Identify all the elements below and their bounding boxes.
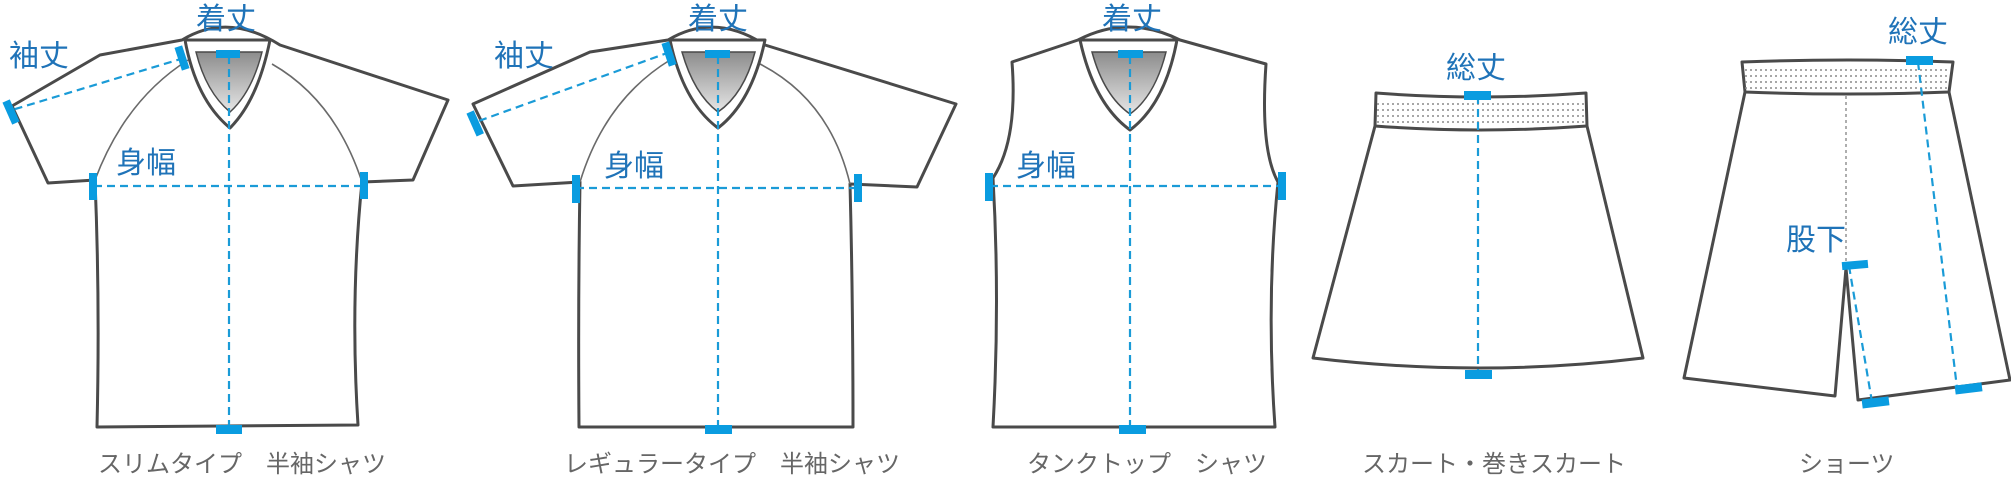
tank-top-caption: タンクトップ シャツ bbox=[1027, 450, 1267, 478]
slim-tee-figure: 着丈 袖丈 身幅 スリムタイプ 半袖シャツ bbox=[2, 2, 450, 478]
regular-tee-caption: レギュラータイプ 半袖シャツ bbox=[564, 450, 900, 478]
slim-tee-caption: スリムタイプ 半袖シャツ bbox=[98, 450, 386, 478]
slim-tee-mihaba-label: 身幅 bbox=[116, 146, 176, 181]
tank-top-kitake-label: 着丈 bbox=[1102, 2, 1162, 37]
skirt-soutake-label: 総丈 bbox=[1446, 51, 1506, 86]
slim-tee-width-left-pin bbox=[89, 173, 97, 200]
shorts-waistband-gathers bbox=[1745, 69, 1950, 89]
regular-tee-width-left-pin bbox=[572, 175, 580, 203]
slim-tee-raglan-right bbox=[271, 63, 363, 183]
slim-tee-raglan-left bbox=[94, 59, 189, 181]
shorts-inseam-top-pin bbox=[1841, 259, 1869, 271]
tank-top-mihaba-label: 身幅 bbox=[1016, 149, 1076, 184]
regular-tee-raglan-right bbox=[759, 63, 851, 185]
slim-tee-sleeve-line bbox=[11, 56, 185, 112]
shorts-waistband bbox=[1740, 58, 1955, 96]
shorts-caption: ショーツ bbox=[1799, 450, 1895, 478]
shorts-inseam-line bbox=[1847, 265, 1874, 403]
tank-top-body bbox=[991, 25, 1280, 429]
skirt-length-bottom-pin bbox=[1465, 370, 1492, 379]
regular-tee-mihaba-label: 身幅 bbox=[604, 149, 664, 184]
slim-tee-sleeve-shoulder-pin bbox=[174, 45, 190, 71]
slim-tee-length-bottom-pin bbox=[216, 425, 242, 434]
regular-tee-width-right-pin bbox=[854, 174, 862, 202]
shorts-body bbox=[1682, 90, 2011, 402]
tank-top-figure: 着丈 身幅 タンクトップ シャツ bbox=[985, 2, 1286, 478]
tank-top-length-bottom-pin bbox=[1119, 425, 1146, 434]
regular-tee-sleeve-cuff-pin bbox=[466, 110, 484, 137]
shorts-inseam-bottom-pin bbox=[1861, 396, 1890, 409]
skirt-length-top-pin bbox=[1464, 91, 1491, 100]
shorts-figure: 総丈 股下 ショーツ bbox=[1682, 15, 2011, 478]
regular-tee-length-top-pin bbox=[705, 50, 730, 58]
regular-tee-sodetake-label: 袖丈 bbox=[494, 39, 554, 74]
slim-tee-width-right-pin bbox=[360, 172, 368, 199]
shorts-length-line bbox=[1916, 61, 1959, 389]
regular-tee-sleeve-line bbox=[475, 50, 671, 124]
regular-tee-raglan-left bbox=[579, 59, 671, 183]
tank-top-width-left-pin bbox=[985, 173, 993, 201]
skirt-figure: 総丈 スカート・巻きスカート bbox=[1311, 51, 1645, 478]
shorts-matashita-label: 股下 bbox=[1786, 223, 1846, 258]
slim-tee-length-top-pin bbox=[216, 50, 240, 58]
slim-tee-sodetake-label: 袖丈 bbox=[9, 39, 69, 74]
tank-top-width-right-pin bbox=[1278, 172, 1286, 200]
slim-tee-sleeve-cuff-pin bbox=[2, 99, 20, 125]
slim-tee-kitake-label: 着丈 bbox=[196, 2, 256, 37]
regular-tee-body bbox=[471, 25, 958, 429]
regular-tee-length-bottom-pin bbox=[705, 425, 732, 434]
regular-tee-kitake-label: 着丈 bbox=[688, 2, 748, 37]
skirt-caption: スカート・巻きスカート bbox=[1362, 450, 1626, 478]
skirt-waistband bbox=[1373, 91, 1589, 132]
tank-top-length-top-pin bbox=[1118, 50, 1143, 58]
regular-tee-figure: 着丈 袖丈 身幅 レギュラータイプ 半袖シャツ bbox=[466, 2, 958, 478]
shorts-soutake-label: 総丈 bbox=[1888, 15, 1948, 50]
shorts-length-bottom-pin bbox=[1954, 382, 1983, 395]
shorts-length-top-pin bbox=[1906, 56, 1933, 65]
regular-tee-sleeve-shoulder-pin bbox=[661, 41, 677, 67]
